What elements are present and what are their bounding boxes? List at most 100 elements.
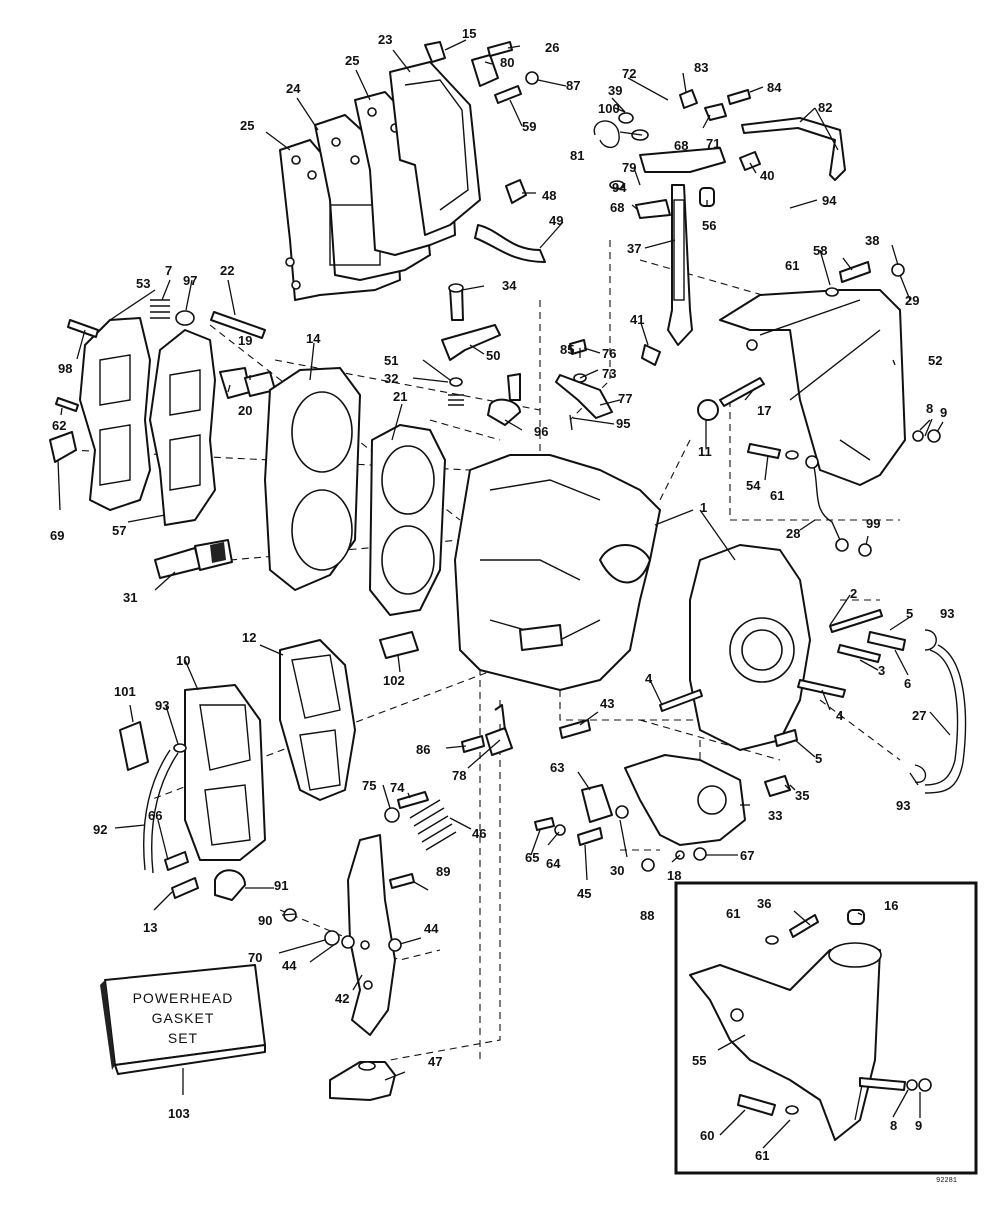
callout-labels: 1 2 3 4 4 5 5 6 7 8 8 9 9 10 11 12 13 14… <box>50 26 954 1163</box>
clamp-15 <box>424 41 446 63</box>
clamp-101 <box>119 721 149 771</box>
callout-46: 46 <box>472 826 486 841</box>
callout-42: 42 <box>335 991 349 1006</box>
callout-9: 9 <box>940 405 947 420</box>
callout-97: 97 <box>183 273 197 288</box>
callout-52: 52 <box>928 353 942 368</box>
callout-94: 94 <box>612 180 627 195</box>
callout-14: 14 <box>306 331 321 346</box>
callout-27: 27 <box>912 708 926 723</box>
screw-45-washer-30 <box>577 805 629 846</box>
spring-46 <box>409 799 457 851</box>
callout-10: 10 <box>176 653 190 668</box>
plug-11 <box>697 399 719 421</box>
callout-13: 13 <box>143 920 157 935</box>
gasket-set-line3: SET <box>168 1030 198 1046</box>
mounting-bracket-52 <box>719 289 906 486</box>
callout-5: 5 <box>906 606 913 621</box>
callout-66: 66 <box>148 808 162 823</box>
callout-2: 2 <box>850 586 857 601</box>
callout-1: 1 <box>700 500 707 515</box>
callout-94: 94 <box>822 193 837 208</box>
drawing-code: 92281 <box>936 1177 957 1185</box>
cover-47 <box>329 1061 396 1101</box>
callout-64: 64 <box>546 856 561 871</box>
gasket-set-line1: POWERHEAD <box>133 990 234 1006</box>
callout-49: 49 <box>549 213 563 228</box>
callout-60: 60 <box>700 1128 714 1143</box>
callout-33: 33 <box>768 808 782 823</box>
callout-102: 102 <box>383 673 405 688</box>
fasteners-58-61-38-29 <box>825 261 905 297</box>
screw-54-washer-61 <box>747 443 799 460</box>
callout-75: 75 <box>362 778 376 793</box>
callout-47: 47 <box>428 1054 442 1069</box>
callout-11: 11 <box>698 444 712 459</box>
stud-17 <box>719 377 765 407</box>
callout-85: 85 <box>560 342 574 357</box>
callout-44: 44 <box>424 921 439 936</box>
callout-73: 73 <box>602 366 616 381</box>
callout-35: 35 <box>795 788 809 803</box>
callout-37: 37 <box>627 241 641 256</box>
screw-26 <box>487 41 513 57</box>
callout-40: 40 <box>760 168 774 183</box>
fitting-48 <box>505 179 527 204</box>
callout-48: 48 <box>542 188 556 203</box>
callout-53: 53 <box>136 276 150 291</box>
callout-36: 36 <box>757 896 771 911</box>
callout-71: 71 <box>706 136 720 151</box>
nut-99 <box>858 543 872 557</box>
callout-22: 22 <box>220 263 234 278</box>
callout-86: 86 <box>416 742 430 757</box>
callout-72: 72 <box>622 66 636 81</box>
cylinder-head-gasket-57 <box>149 329 216 526</box>
callout-98: 98 <box>58 361 72 376</box>
callout-68: 68 <box>610 200 624 215</box>
callout-17: 17 <box>757 403 771 418</box>
callout-5: 5 <box>815 751 822 766</box>
callout-95: 95 <box>616 416 630 431</box>
callout-67: 67 <box>740 848 754 863</box>
sleeve-102 <box>379 631 419 659</box>
callout-3: 3 <box>878 663 885 678</box>
swivel-bracket-55 <box>689 942 882 1141</box>
screw-62 <box>55 397 79 412</box>
callout-20: 20 <box>238 403 252 418</box>
screw-65-washer-64 <box>534 817 566 836</box>
callout-39: 39 <box>608 83 622 98</box>
callout-56: 56 <box>702 218 716 233</box>
screw-98 <box>67 319 99 338</box>
washers-8-9 <box>912 429 941 443</box>
callout-63: 63 <box>550 760 564 775</box>
cylinder-head-gasket-21 <box>369 424 446 616</box>
callout-61: 61 <box>755 1148 769 1163</box>
spark-plug-31 <box>154 539 233 579</box>
exhaust-manifold-cover-23 <box>389 61 481 236</box>
callout-93: 93 <box>155 698 169 713</box>
callout-4: 4 <box>836 708 844 723</box>
callout-103: 103 <box>168 1106 190 1121</box>
callout-7: 7 <box>165 263 172 278</box>
thermostat-19-20 <box>219 367 276 399</box>
callout-62: 62 <box>52 418 66 433</box>
screw-59 <box>494 85 522 104</box>
hose-27 <box>924 644 967 794</box>
callout-38: 38 <box>865 233 879 248</box>
callout-88: 88 <box>640 908 654 923</box>
screws-66-13 <box>164 851 199 899</box>
callout-89: 89 <box>436 864 450 879</box>
spring-7 <box>150 299 170 319</box>
clamp-93-left <box>173 743 187 753</box>
screw-43 <box>559 719 591 739</box>
screw-74 <box>397 791 429 809</box>
callout-100: 100 <box>598 101 620 116</box>
callout-24: 24 <box>286 81 301 96</box>
pin-41 <box>641 344 661 366</box>
crankcase-block-1 <box>454 454 661 691</box>
bracket-80 <box>471 54 499 87</box>
callout-6: 6 <box>904 676 911 691</box>
ring-97 <box>175 310 195 326</box>
inset-box <box>674 881 978 1175</box>
